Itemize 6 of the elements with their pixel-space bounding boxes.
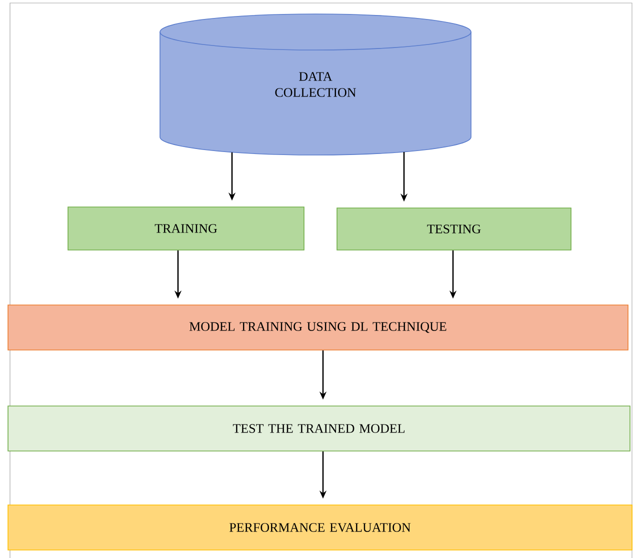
process-box: PERFORMANCE EVALUATION [8, 504, 632, 550]
database-cylinder: DATA COLLECTION [160, 14, 472, 156]
process-box: TRAINING [68, 206, 304, 250]
process-box: TEST THE TRAINED MODEL [8, 406, 630, 452]
process-box: MODEL TRAINING USING DL TECHNIQUE [8, 304, 628, 350]
process-box: TESTING [336, 208, 572, 250]
